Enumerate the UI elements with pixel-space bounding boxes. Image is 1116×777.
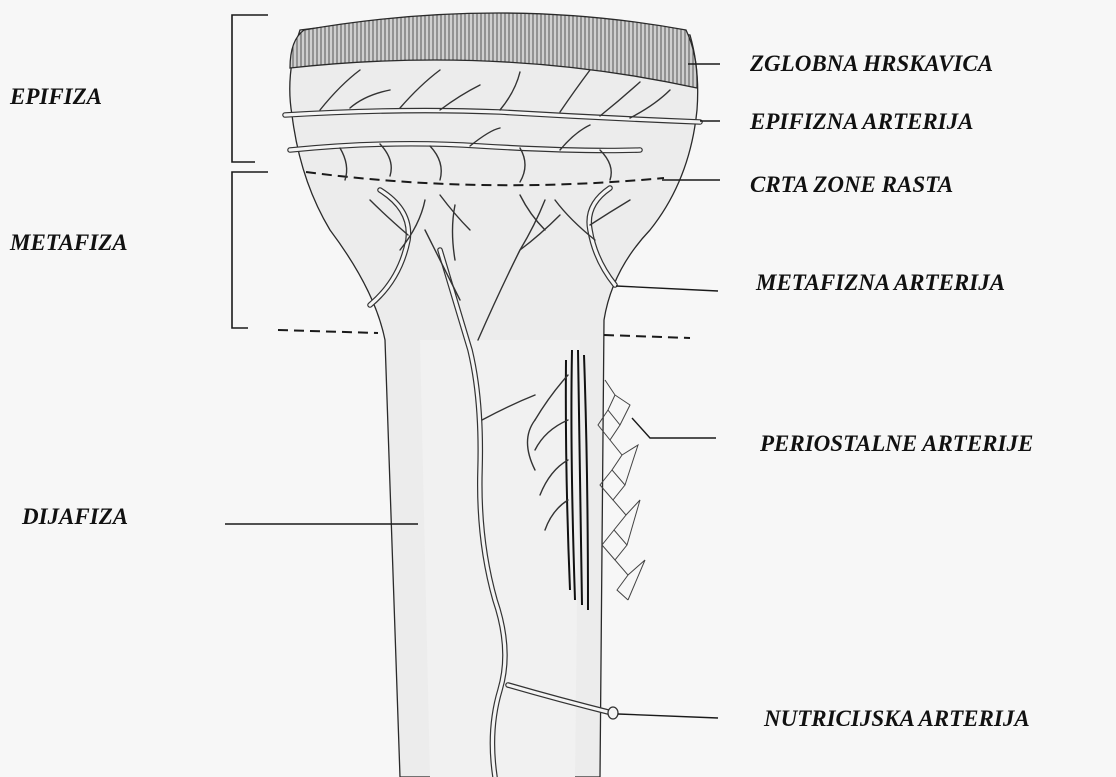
metaphysis-boundary-left xyxy=(278,330,378,333)
label-epifizna-arterija: EPIFIZNA ARTERIJA xyxy=(749,109,973,134)
periosteum-mesh xyxy=(598,380,645,600)
label-zglobna-hrskavica: ZGLOBNA HRSKAVICA xyxy=(749,51,993,76)
label-periostalne-arterije: PERIOSTALNE ARTERIJE xyxy=(759,431,1033,456)
label-nutricijska-arterija: NUTRICIJSKA ARTERIJA xyxy=(763,706,1030,731)
nutricijska-arterija-leader xyxy=(618,714,718,718)
label-metafiza: METAFIZA xyxy=(9,230,128,255)
metaphysis-boundary-right xyxy=(604,335,690,338)
label-metafizna-arterija: METAFIZNA ARTERIJA xyxy=(755,270,1005,295)
metafizna-arterija-leader xyxy=(616,286,718,291)
shaft-highlight xyxy=(420,340,580,777)
periostalne-arterije-leader xyxy=(632,418,716,438)
epifiza-bracket xyxy=(232,15,268,162)
label-dijafiza: DIJAFIZA xyxy=(21,504,128,529)
metafiza-bracket xyxy=(232,172,268,328)
label-crta-zone-rasta: CRTA ZONE RASTA xyxy=(750,172,953,197)
label-epifiza: EPIFIZA xyxy=(9,84,102,109)
